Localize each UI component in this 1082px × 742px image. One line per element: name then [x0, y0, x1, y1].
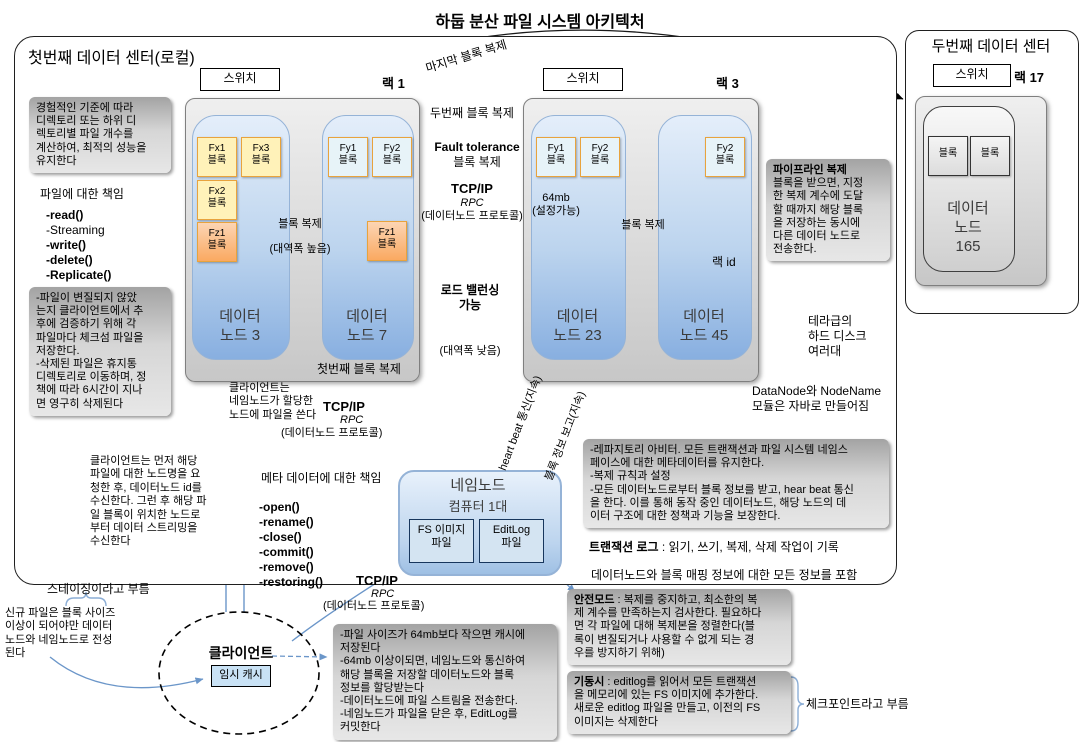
- tera-disk-label: 테라급의 하드 디스크 여러대: [808, 314, 867, 358]
- rack1-bandwidth-label: (대역폭 높음): [269, 243, 331, 255]
- tcpip-bottom-label: TCP/IP: [356, 573, 398, 588]
- block-2-node165: 블록: [970, 136, 1010, 176]
- block-fz1-node7: Fz1 블록: [367, 221, 407, 261]
- file-method-write: -write(): [46, 238, 86, 252]
- note-arbiter: -레파지토리 아비터. 모든 트랜잭션과 파일 시스템 네임스 페이스에 대한 …: [583, 439, 889, 529]
- transaction-log-rest: : 읽기, 쓰기, 복제, 삭제 작업이 기록: [658, 540, 839, 554]
- datanode165-box: [923, 106, 1015, 272]
- datacenter-2-label: 두번째 데이터 센터: [931, 38, 1051, 55]
- block-fy2-node45: Fy2 블록: [705, 137, 745, 177]
- block-1-node165: 블록: [928, 136, 968, 176]
- fault-tolerance-label: Fault tolerance: [434, 140, 520, 154]
- mapping-info-label: 데이터노드와 블록 매핑 정보에 대한 모든 정보를 포함: [591, 568, 858, 582]
- temp-cache-box: 임시 캐시: [211, 665, 271, 687]
- datanode45-label: 데이터 노드 45: [679, 308, 729, 344]
- rpc-mid-label: RPC: [460, 197, 484, 209]
- checkpoint-label: 체크포인트라고 부름: [806, 697, 909, 711]
- client-write-note: 클라이언트는 네임노드가 할당한 노드에 파일을 쓴다: [229, 382, 317, 421]
- block-fz1-node3: Fz1 블록: [197, 222, 237, 262]
- client-read-note: 클라이언트는 먼저 해당 파일에 대한 노드명을 요 청한 후, 데이터노드 i…: [90, 455, 207, 548]
- first-block-repl-label: 첫번째 블록 복제: [317, 362, 401, 376]
- transaction-log-label: 트랜잭션 로그 : 읽기, 쓰기, 복제, 삭제 작업이 기록: [589, 540, 839, 555]
- meta-method-commit: -commit(): [259, 545, 314, 559]
- datanode23-label: 데이터 노드 23: [553, 308, 602, 344]
- safemode-bold: 안전모드: [574, 594, 615, 606]
- rack17-label: 랙 17: [1014, 70, 1045, 85]
- datanode-protocol-client-label: (데이터노드 프로토콜): [281, 427, 383, 439]
- editlog-file-box: EditLog 파일: [479, 519, 544, 563]
- note-safemode: 안전모드 : 복제를 중지하고, 최소한의 복 제 계수를 만족하는지 검사한다…: [567, 589, 791, 665]
- file-responsibility-label: 파일에 대한 책임: [40, 187, 124, 201]
- load-balancing-label: 로드 밸런싱 가능: [440, 283, 500, 312]
- safemode-rest: : 복제를 중지하고, 최소한의 복 제 계수를 만족하는지 검사한다. 필요하…: [574, 594, 762, 659]
- note-checksum: -파일이 변질되지 않았 는지 클라이언트에서 추 후에 검증하기 위해 각 파…: [29, 287, 171, 416]
- fs-image-file-box: FS 이미지 파일: [409, 519, 474, 563]
- second-block-repl-label: 두번째 블록 복제: [430, 106, 514, 120]
- startup-rest: : editlog를 읽어서 모든 트랜잭션 을 메모리에 있는 FS 이미지에…: [574, 676, 761, 728]
- meta-method-rename: -rename(): [259, 515, 314, 529]
- meta-method-remove: -remove(): [259, 560, 314, 574]
- pipeline-rest: 블록을 받으면, 지정 한 복제 계수에 도달 할 때까지 해당 블록 을 저장…: [773, 177, 864, 256]
- rack1-label: 랙 1: [382, 76, 405, 91]
- datanode165-label: 데이터 노드 165: [947, 200, 989, 255]
- startup-bold: 기동시: [574, 676, 605, 688]
- bandwidth-low-label: (대역폭 낮음): [439, 345, 501, 357]
- meta-responsibility-label: 메타 데이터에 대한 책임: [261, 471, 382, 485]
- namenode-subtitle: 컴퓨터 1대: [448, 499, 508, 514]
- meta-method-close: -close(): [259, 530, 302, 544]
- transaction-log-bold: 트랜잭션 로그: [589, 540, 659, 554]
- switch-rack17: 스위치: [933, 64, 1011, 87]
- note-cache-behavior: -파일 사이즈가 64mb보다 작으면 캐시에 저장된다 -64mb 이상이되면…: [333, 624, 557, 740]
- note-pipeline: 파이프라인 복제 블록을 받으면, 지정 한 복제 계수에 도달 할 때까지 해…: [766, 159, 890, 262]
- client-label: 클라이언트: [208, 645, 274, 661]
- switch-rack1: 스위치: [200, 68, 280, 91]
- tcpip-mid-label: TCP/IP: [451, 181, 493, 196]
- block-size-label: 64mb (설정가능): [532, 192, 580, 218]
- new-file-note: 신규 파일은 블록 사이즈 이상이 되어야만 데이터 노드와 네임노드로 전성 …: [5, 607, 116, 660]
- datanode-protocol-bottom-label: (데이터노드 프로토콜): [323, 600, 425, 612]
- meta-method-open: -open(): [259, 500, 300, 514]
- rack3-label: 랙 3: [716, 76, 739, 91]
- rack-id-label: 랙 id: [712, 255, 736, 269]
- file-method-delete: -delete(): [46, 253, 93, 267]
- rpc-client-label: RPC: [340, 414, 364, 426]
- datanode7-label: 데이터 노드 7: [346, 308, 388, 344]
- file-method-replicate: -Replicate(): [46, 268, 112, 282]
- block-fy2-node23: Fy2 블록: [580, 137, 620, 177]
- rack3-block-repl-label: 블록 복제: [621, 219, 665, 231]
- tcpip-client-label: TCP/IP: [323, 399, 365, 414]
- meta-method-restoring: -restoring(): [259, 575, 323, 589]
- pipeline-bold: 파이프라인 복제: [773, 164, 847, 176]
- rack1-block-repl-label: 블록 복제: [278, 218, 322, 230]
- block-fy2-node7: Fy2 블록: [372, 137, 412, 177]
- note-empirical: 경험적인 기준에 따라 디렉토리 또는 하위 디 렉토리별 파일 개수를 계산하…: [29, 97, 171, 173]
- note-startup: 기동시 : editlog를 읽어서 모든 트랜잭션 을 메모리에 있는 FS …: [567, 671, 791, 734]
- file-method-streaming: -Streaming: [46, 223, 105, 237]
- java-module-label: DataNode와 NodeName 모듈은 자바로 만들어짐: [752, 384, 882, 413]
- datanode-protocol-mid-label: (데이터노드 프로토콜): [421, 210, 523, 222]
- datanode3-label: 데이터 노드 3: [219, 308, 261, 344]
- block-fx2: Fx2 블록: [197, 180, 237, 220]
- namenode-title: 네임노드: [450, 477, 506, 494]
- block-fy1-node23: Fy1 블록: [536, 137, 576, 177]
- block-fy1-node7: Fy1 블록: [328, 137, 368, 177]
- block-fx3: Fx3 블록: [241, 137, 281, 177]
- staging-label: 스테이징이라고 부름: [47, 582, 150, 596]
- block-fx1: Fx1 블록: [197, 137, 237, 177]
- rpc-bottom-label: RPC: [371, 588, 395, 600]
- fault-tolerance-sub: 블록 복제: [453, 155, 501, 169]
- file-method-read: -read(): [46, 208, 84, 222]
- datacenter-1-label: 첫번째 데이터 센터(로컬): [28, 50, 195, 67]
- switch-rack3: 스위치: [543, 68, 623, 91]
- diagram-title: 하둡 분산 파일 시스템 아키텍처: [435, 14, 645, 31]
